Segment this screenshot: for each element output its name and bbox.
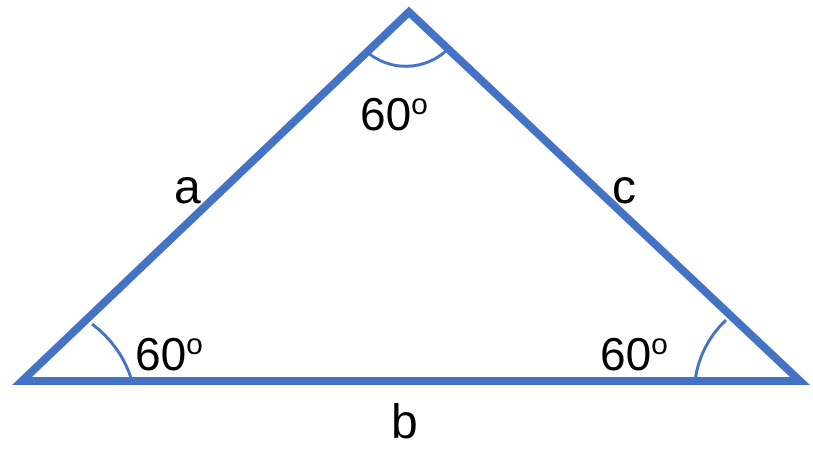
bottom-left-angle-degree: o <box>186 328 203 361</box>
side-label-b: b <box>391 396 418 449</box>
bottom-right-angle-arc <box>693 318 728 382</box>
side-label-a: a <box>174 161 201 214</box>
bottom-left-angle-value: 60 <box>135 328 186 380</box>
top-angle-degree: o <box>411 88 428 121</box>
side-label-c: c <box>612 161 636 214</box>
bottom-left-angle-label: 60o <box>135 328 203 380</box>
bottom-right-angle-value: 60 <box>600 328 651 380</box>
bottom-right-angle-degree: o <box>651 328 668 361</box>
bottom-right-angle-label: 60o <box>600 328 668 380</box>
bottom-left-angle-arc <box>91 322 134 382</box>
top-angle-value: 60 <box>360 88 411 140</box>
triangle-outline <box>12 6 811 385</box>
top-angle-label: 60o <box>360 88 428 140</box>
top-angle-arc <box>366 48 449 68</box>
